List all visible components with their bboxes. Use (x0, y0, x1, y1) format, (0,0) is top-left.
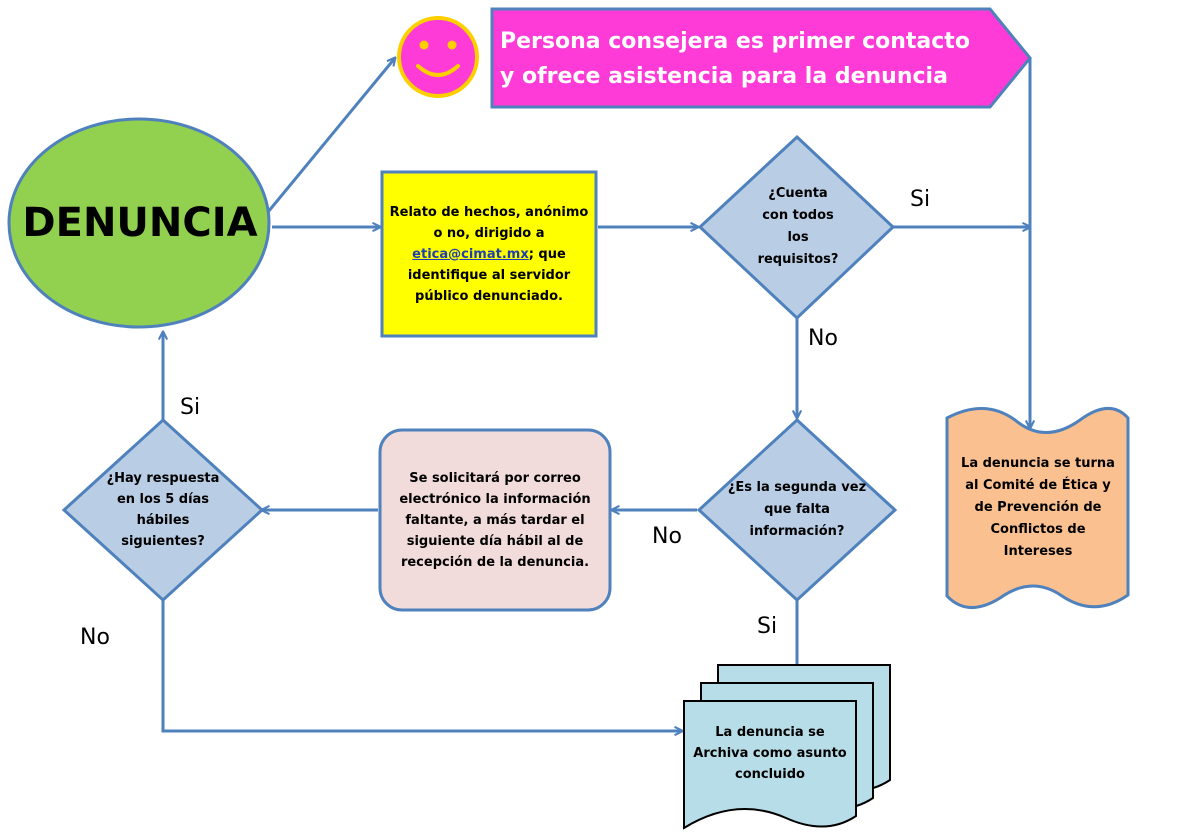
label-si-respuesta: Si (180, 395, 201, 420)
label-no-respuesta: No (80, 625, 110, 650)
smiley-icon (397, 16, 479, 98)
arrow-denuncia-to-consejera (266, 58, 395, 213)
label-no-segunda: No (652, 524, 682, 549)
arrow-respuesta-no (161, 600, 682, 731)
label-si-requisitos: Si (910, 187, 931, 212)
requisitos-decision-shape (697, 134, 896, 321)
archiva-node-shape (683, 664, 891, 830)
label-no-requisitos: No (808, 326, 838, 351)
requisitos-decision-label: ¿Cuenta con todos los requisitos? (754, 170, 842, 284)
segunda-question: ¿Es la segunda vez que falta información… (727, 480, 867, 539)
comite-text: La denuncia se turna al Comité de Ética … (961, 456, 1115, 559)
respuesta-question: ¿Hay respuesta en los 5 días hábiles sig… (106, 471, 220, 549)
denuncia-text: DENUNCIA (22, 200, 258, 246)
denuncia-node-label: DENUNCIA (22, 195, 258, 251)
consejera-line-2: y ofrece asistencia para la denuncia (500, 64, 948, 89)
etica-email-link[interactable]: etica@cimat.mx (412, 246, 529, 262)
solicitara-node-shape (378, 428, 612, 612)
relato-node-shape (380, 170, 598, 338)
comite-node-label: La denuncia se turna al Comité de Ética … (956, 440, 1120, 576)
segunda-decision-label: ¿Es la segunda vez que falta información… (722, 474, 872, 546)
archiva-text: La denuncia se Archiva como asunto concl… (693, 724, 847, 782)
relato-node-label: Relato de hechos, anónimo o no, dirigido… (388, 172, 590, 336)
archiva-node-label: La denuncia se Archiva como asunto concl… (690, 710, 850, 796)
consejera-node-label: Persona consejera es primer contacto y o… (500, 14, 1000, 104)
solicitara-text: Se solicitará por correo electrónico la … (399, 470, 591, 570)
relato-text-post: ; que identifique al servidor público de… (407, 246, 571, 304)
segunda-decision-shape (696, 417, 898, 603)
respuesta-decision-label: ¿Hay respuesta en los 5 días hábiles sig… (100, 448, 226, 572)
requisitos-question: ¿Cuenta con todos los requisitos? (757, 186, 839, 267)
respuesta-decision-shape (61, 417, 265, 603)
denuncia-node-shape (7, 117, 271, 329)
solicitara-node-label: Se solicitará por correo electrónico la … (388, 434, 602, 606)
consejera-line-1: Persona consejera es primer contacto (500, 29, 970, 54)
consejera-node-shape (490, 7, 1032, 109)
comite-node-shape (945, 407, 1130, 609)
label-si-segunda: Si (757, 614, 778, 639)
connectors (163, 58, 1030, 731)
relato-text-pre: Relato de hechos, anónimo o no, dirigido… (389, 204, 589, 241)
